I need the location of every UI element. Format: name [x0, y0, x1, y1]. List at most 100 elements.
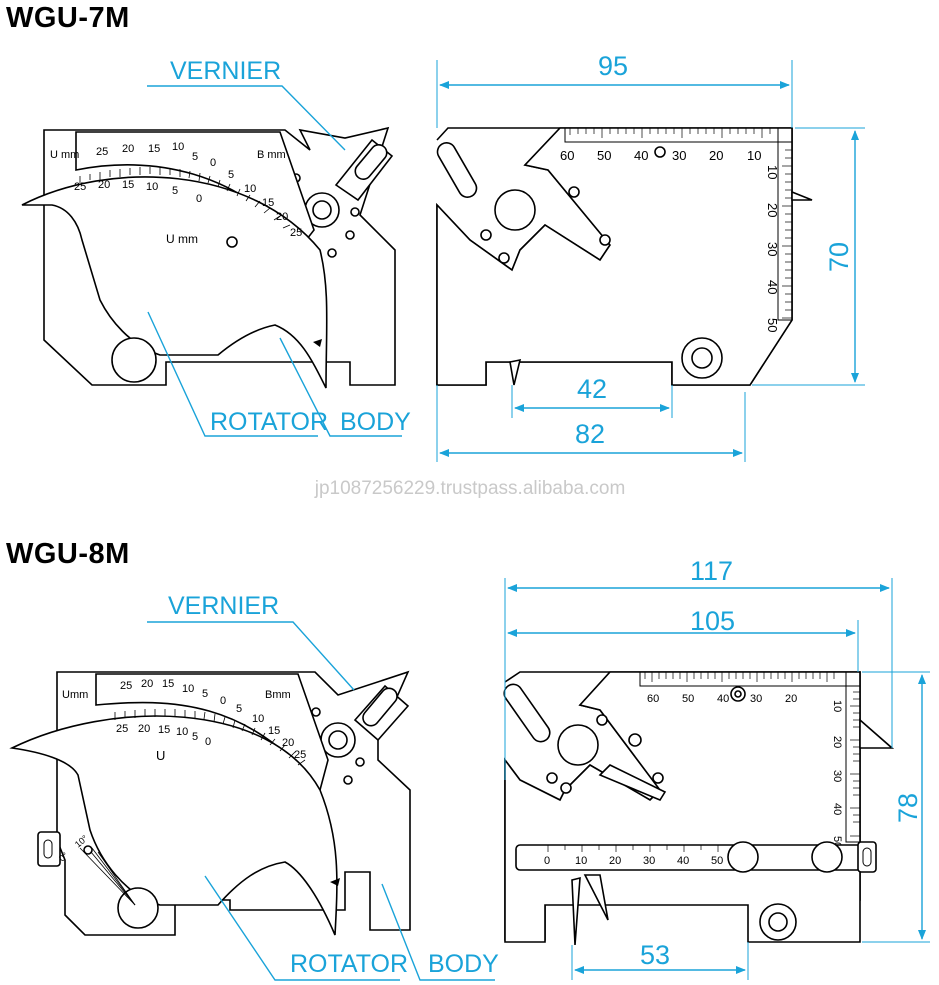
svg-text:10: 10 [765, 165, 780, 179]
wgu7m-dim-slot-width: 42 [577, 374, 607, 404]
wgu7m-body-label: BODY [340, 408, 411, 436]
wgu7m-rotator-unit: U mm [166, 232, 198, 246]
wgu8m-front-view: Umm Bmm 25 20 15 10 5 0 5 10 15 20 25 25… [9, 670, 411, 936]
svg-text:30: 30 [765, 242, 780, 256]
svg-text:5: 5 [228, 169, 234, 181]
svg-text:60: 60 [560, 148, 574, 163]
svg-text:20: 20 [609, 855, 621, 867]
wgu8m-rear-knob [557, 724, 599, 766]
svg-text:25: 25 [290, 227, 302, 239]
svg-text:0: 0 [544, 855, 550, 867]
svg-text:15: 15 [262, 197, 274, 209]
svg-text:15: 15 [122, 179, 134, 191]
svg-text:25: 25 [120, 680, 132, 692]
svg-text:50: 50 [682, 693, 694, 705]
wgu8m-slide-numbers: 0 10 20 30 40 50 [544, 855, 723, 867]
wgu8m-top-scale-numbers: 25 20 15 10 5 0 5 10 15 20 25 [120, 678, 306, 761]
svg-text:40: 40 [831, 803, 843, 815]
wgu8m-dimensions: 117 105 78 53 [504, 556, 930, 980]
svg-text:30: 30 [672, 148, 686, 163]
svg-text:0: 0 [196, 193, 202, 205]
svg-text:5: 5 [202, 688, 208, 700]
wgu8m-dim-height: 78 [893, 793, 923, 823]
svg-text:20: 20 [276, 211, 288, 223]
wgu7m-b-unit: B mm [257, 149, 286, 161]
wgu7m-front-view: U mm B mm 25 20 15 10 5 0 5 10 15 20 25 … [21, 126, 396, 389]
wgu7m-rear-view: 60 50 40 30 20 10 10 20 30 40 50 [436, 127, 813, 386]
wgu7m-dimensions: 95 70 42 82 [436, 51, 865, 462]
svg-text:15: 15 [158, 724, 170, 736]
wgu7m-rotator-label: ROTATOR [210, 408, 328, 436]
wgu7m-inner-scale-numbers: 25 20 15 10 5 0 [74, 179, 202, 205]
svg-text:40: 40 [634, 148, 648, 163]
wgu7m-labels: VERNIER ROTATOR BODY [147, 57, 411, 437]
svg-text:25: 25 [74, 181, 86, 193]
svg-text:50: 50 [765, 318, 780, 332]
svg-text:20: 20 [141, 678, 153, 690]
svg-text:30: 30 [750, 693, 762, 705]
wgu8m-dim-overall-width: 117 [690, 556, 733, 586]
svg-text:50: 50 [711, 855, 723, 867]
wgu8m-rotator-unit: U [156, 748, 165, 763]
wgu8m-angle-tab [37, 831, 61, 867]
svg-text:5: 5 [192, 151, 198, 163]
svg-text:0: 0 [205, 736, 211, 748]
wgu8m-u-unit: Umm [62, 689, 88, 701]
svg-text:40: 40 [677, 855, 689, 867]
svg-text:15: 15 [162, 678, 174, 690]
wgu8m-rear-view: 60 50 40 30 20 10 20 30 40 50 [503, 671, 895, 946]
svg-text:20: 20 [282, 737, 294, 749]
svg-text:30: 30 [831, 770, 843, 782]
svg-text:5: 5 [236, 703, 242, 715]
wgu8m-labels: VERNIER ROTATOR BODY [147, 592, 499, 981]
wgu7m-rear-knob [494, 189, 536, 231]
svg-text:15: 15 [148, 143, 160, 155]
svg-text:10: 10 [575, 855, 587, 867]
wgu8m-dim-inner-width: 105 [690, 606, 735, 636]
wgu7m-dim-base-width: 82 [575, 419, 605, 449]
wgu7m-u-unit: U mm [50, 149, 79, 161]
svg-text:20: 20 [122, 143, 134, 155]
svg-text:20: 20 [98, 179, 110, 191]
svg-text:60: 60 [647, 693, 659, 705]
svg-text:20: 20 [785, 693, 797, 705]
wgu8m-vernier-label: VERNIER [168, 592, 279, 620]
wgu8m-body-label: BODY [428, 950, 499, 978]
svg-text:10: 10 [182, 683, 194, 695]
svg-text:40: 40 [765, 280, 780, 294]
svg-text:20: 20 [138, 723, 150, 735]
svg-text:20: 20 [765, 203, 780, 217]
svg-text:20: 20 [709, 148, 723, 163]
wgu8m-dim-slot-width: 53 [640, 940, 670, 970]
svg-text:10: 10 [747, 148, 761, 163]
wgu7m-rotator-knob [111, 337, 157, 383]
model-title-wgu-8m: WGU-8M [6, 538, 130, 570]
svg-text:25: 25 [294, 749, 306, 761]
wgu7m-top-scale-numbers: 25 20 15 10 5 0 5 10 15 20 25 [96, 141, 302, 239]
svg-text:25: 25 [116, 723, 128, 735]
svg-text:5: 5 [172, 185, 178, 197]
svg-text:5: 5 [192, 731, 198, 743]
wgu7m-rear-side-numbers: 10 20 30 40 50 [765, 165, 780, 332]
wgu7m-rotator [21, 176, 328, 389]
wgu8m-slide-knob-right [811, 841, 843, 873]
svg-text:0: 0 [210, 157, 216, 169]
model-title-wgu-7m: WGU-7M [6, 2, 130, 34]
wgu8m-slide-knob-left [727, 841, 759, 873]
svg-text:15: 15 [268, 725, 280, 737]
svg-text:30: 30 [643, 855, 655, 867]
svg-text:0: 0 [220, 695, 226, 707]
svg-text:10: 10 [172, 141, 184, 153]
svg-text:25: 25 [96, 146, 108, 158]
wgu7m-dim-height: 70 [824, 242, 854, 272]
wgu8m-b-unit: Bmm [265, 689, 291, 701]
wgu8m-rear-top-numbers: 60 50 40 30 20 [647, 693, 797, 705]
svg-text:40: 40 [717, 693, 729, 705]
svg-text:10: 10 [146, 181, 158, 193]
wgu7m-vernier-label: VERNIER [170, 57, 281, 85]
svg-text:20: 20 [831, 736, 843, 748]
svg-text:50: 50 [597, 148, 611, 163]
svg-text:10: 10 [831, 700, 843, 712]
svg-text:10: 10 [252, 713, 264, 725]
